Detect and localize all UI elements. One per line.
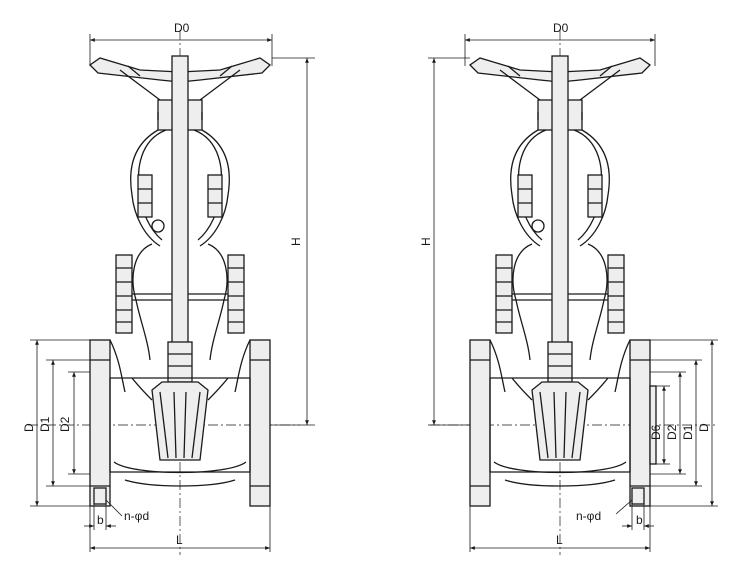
left-d2-label: D2: [58, 416, 72, 432]
left-d-label: D: [22, 423, 36, 432]
right-l-label: L: [556, 533, 563, 547]
left-valve-view: D0 H D D1 D2 b n-φd L: [22, 21, 315, 555]
right-b-label: b: [636, 513, 643, 527]
right-d1-label: D1: [681, 424, 695, 440]
right-h-label: H: [419, 237, 433, 246]
left-b-label: b: [97, 513, 104, 527]
right-n-phi-d-label: n-φd: [576, 509, 601, 523]
right-d6-label: D6: [649, 424, 663, 440]
left-n-phi-d-label: n-φd: [124, 509, 149, 523]
right-d-label: D: [697, 423, 711, 432]
right-d2-label: D2: [665, 424, 679, 440]
left-d0-label: D0: [174, 21, 190, 35]
right-d0-label: D0: [553, 21, 569, 35]
left-d1-label: D1: [38, 416, 52, 432]
left-l-label: L: [176, 533, 183, 547]
left-h-label: H: [289, 237, 303, 246]
right-valve-view: D0 H D6 D2 D1 D b n-φd: [419, 21, 718, 555]
